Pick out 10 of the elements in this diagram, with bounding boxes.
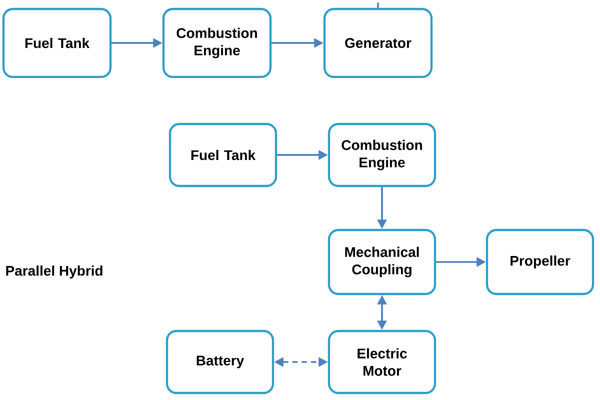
process-box: Combustion Engine [162,8,272,78]
process-box: Propeller [486,228,594,296]
process-box: Fuel Tank [2,8,112,78]
process-box: Mechanical Coupling [328,228,436,296]
process-box: Combustion Engine [328,122,436,188]
section-label: Parallel Hybrid [6,265,102,279]
process-box: Battery [166,330,274,394]
process-box: Generator [323,8,433,78]
process-box: Electric Motor [328,330,436,394]
process-box: Fuel Tank [168,122,278,188]
